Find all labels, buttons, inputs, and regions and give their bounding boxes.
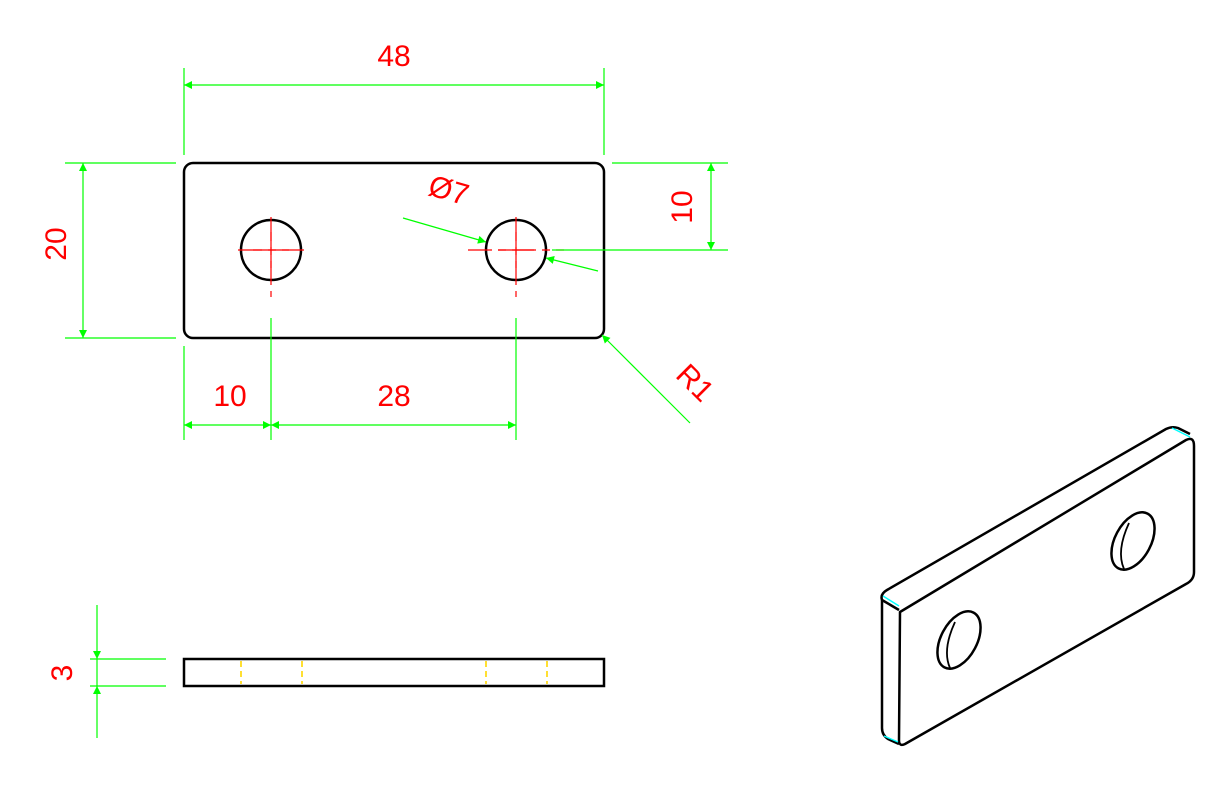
dim-hole-diameter	[402, 217, 599, 272]
dim-dia-leader-2	[545, 256, 599, 272]
iso-front-face	[897, 437, 1196, 747]
dim-20-text: 20	[40, 227, 73, 260]
iso-hole-left-inner	[946, 621, 956, 669]
front-view: 3	[46, 605, 606, 738]
dim-28-text: 28	[377, 380, 410, 413]
dim-dia-leader-1	[402, 217, 487, 244]
iso-hole-right-inner	[1120, 522, 1130, 570]
iso-highlight-bottom-left	[883, 735, 899, 743]
iso-left-end	[880, 600, 900, 746]
dim-10-bottom-text: 10	[213, 380, 246, 413]
dim-thickness	[90, 605, 166, 738]
hole-right	[468, 217, 564, 297]
dim-3-text: 3	[46, 665, 79, 682]
dim-corner-radius	[601, 334, 691, 424]
dim-48-text: 48	[377, 40, 410, 73]
dim-overall-height	[65, 162, 176, 339]
dim-overall-width	[183, 68, 605, 155]
dim-dia-text: Ø7	[425, 169, 473, 212]
iso-edge-highlights	[882, 427, 1191, 743]
dim-hole-offset-top	[552, 162, 728, 251]
iso-hole-left	[936, 610, 982, 670]
dim-bottom-chain	[183, 318, 517, 440]
hidden-hole-lines	[240, 661, 548, 684]
hole-left	[238, 217, 304, 297]
plate-side-outline	[182, 657, 606, 688]
dim-r1-text: R1	[669, 358, 719, 408]
iso-top-left-edge	[881, 598, 900, 612]
iso-highlight-top-left	[882, 595, 900, 607]
iso-highlight-top-right	[1171, 427, 1191, 438]
isometric-view	[880, 425, 1196, 747]
iso-top-face	[880, 425, 1191, 601]
top-view: 48 20 10 Ø7 R1	[40, 40, 728, 440]
dim-r1-leader	[601, 334, 691, 424]
dim-10-right-text: 10	[666, 190, 699, 223]
iso-hole-right	[1110, 511, 1156, 571]
